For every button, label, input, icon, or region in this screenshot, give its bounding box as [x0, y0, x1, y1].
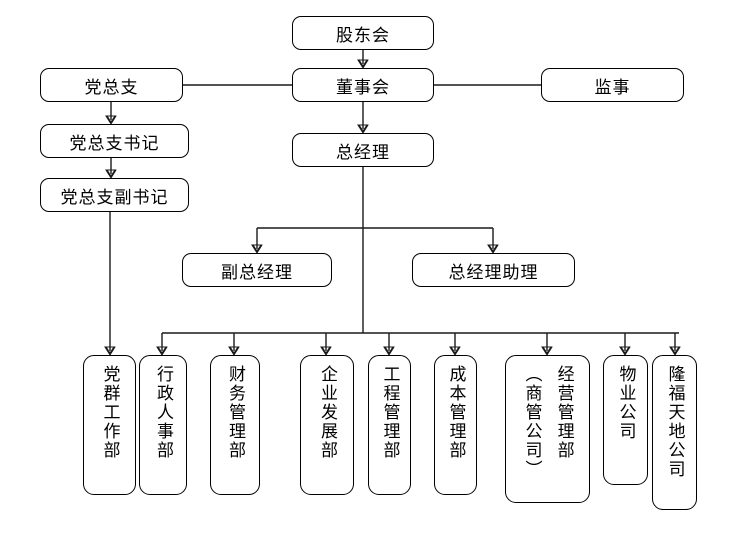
- node-label: 党总支: [84, 77, 139, 98]
- node-party-branch-deputy-secretary[interactable]: 党总支副书记: [40, 178, 189, 212]
- node-label: 经营管理部: [553, 365, 574, 460]
- node-department-admin-hr[interactable]: 行政人事部: [139, 355, 187, 495]
- node-general-manager[interactable]: 总经理: [292, 133, 434, 167]
- node-label: 物业公司: [615, 365, 636, 441]
- node-company-property-management[interactable]: 物业公司: [603, 355, 648, 485]
- node-department-engineering[interactable]: 工程管理部: [368, 355, 411, 495]
- node-company-longfu-tiandi[interactable]: 隆福天地公司: [652, 355, 697, 510]
- node-supervisor[interactable]: 监事: [541, 68, 684, 102]
- node-label: 工程管理部: [379, 365, 400, 460]
- node-label: 股东会: [336, 25, 390, 46]
- node-label: 董事会: [336, 77, 390, 98]
- node-department-finance[interactable]: 财务管理部: [210, 355, 260, 495]
- node-board-of-directors[interactable]: 董事会: [292, 68, 434, 102]
- node-department-cost-management[interactable]: 成本管理部: [434, 355, 477, 495]
- node-department-party-work[interactable]: 党群工作部: [83, 355, 136, 495]
- node-department-enterprise-development[interactable]: 企业发展部: [300, 355, 354, 495]
- node-department-operations-management[interactable]: （商管公司） 经营管理部: [505, 355, 590, 503]
- node-deputy-general-manager[interactable]: 副总经理: [182, 253, 332, 287]
- node-label: 党群工作部: [99, 365, 120, 460]
- node-label: 副总经理: [221, 262, 293, 283]
- node-label: 党总支书记: [69, 133, 160, 154]
- node-label: 总经理助理: [448, 262, 539, 283]
- node-label: 隆福天地公司: [664, 365, 685, 479]
- node-shareholders-meeting[interactable]: 股东会: [292, 16, 434, 50]
- node-label: 监事: [594, 77, 631, 98]
- node-label: 总经理: [336, 142, 390, 163]
- node-label: 党总支副书记: [60, 187, 169, 208]
- node-label: 行政人事部: [153, 365, 174, 460]
- node-party-branch-secretary[interactable]: 党总支书记: [40, 124, 189, 158]
- node-party-general-branch[interactable]: 党总支: [40, 68, 183, 102]
- node-label: 成本管理部: [445, 365, 466, 460]
- node-label: 企业发展部: [317, 365, 338, 460]
- node-label: 财务管理部: [225, 365, 246, 460]
- node-general-manager-assistant[interactable]: 总经理助理: [412, 253, 575, 287]
- node-label-secondary: （商管公司）: [521, 365, 542, 479]
